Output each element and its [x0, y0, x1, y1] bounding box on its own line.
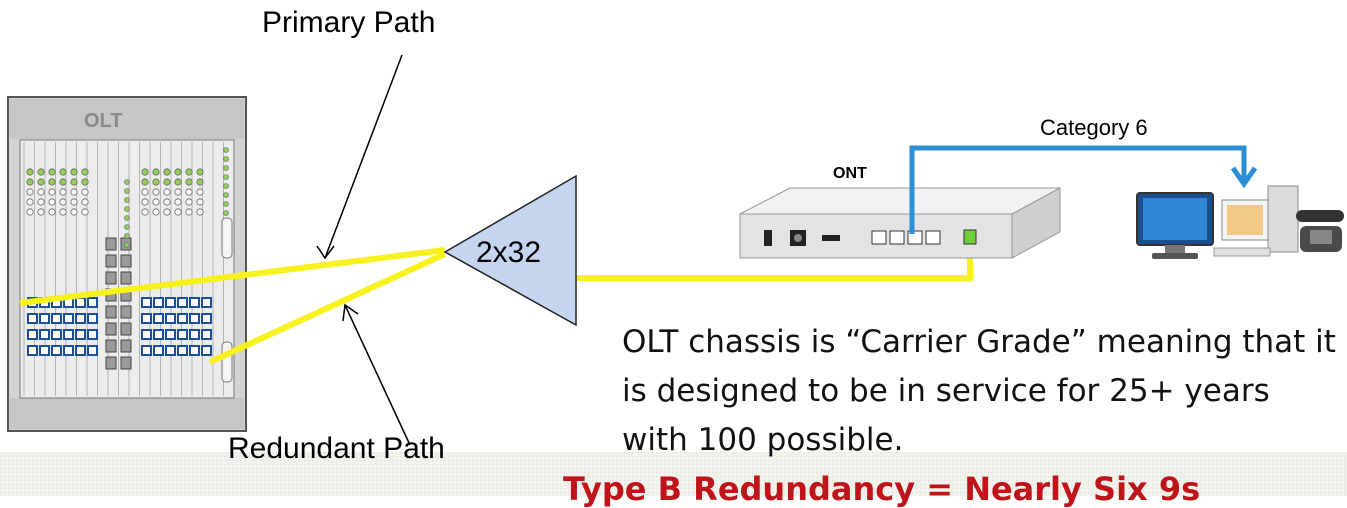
- primary-path-label: Primary Path: [262, 6, 436, 39]
- splitter-triangle: [443, 174, 577, 327]
- olt-label: OLT: [84, 110, 123, 132]
- category-6-label: Category 6: [1040, 115, 1148, 140]
- diagram-canvas: [0, 54, 1347, 496]
- computer-icon: [1213, 185, 1299, 257]
- primary-fiber: [19, 247, 446, 306]
- category-6-cable: [909, 145, 1247, 234]
- splitter-label: 2x32: [476, 236, 542, 269]
- redundant-path-arrow: [342, 303, 411, 446]
- monitor-icon: [1136, 192, 1214, 259]
- diagram: Primary Path OLT 2x32 ONT Category 6 OLT…: [0, 6, 1347, 508]
- telephone-icon: [1296, 210, 1344, 252]
- redundant-path-label: Redundant Path: [228, 432, 445, 465]
- background-band: [0, 452, 1347, 496]
- ont-device: [739, 187, 1061, 259]
- primary-path-arrow: [316, 54, 403, 260]
- ont-label: ONT: [833, 165, 867, 182]
- redundant-fiber: [208, 251, 447, 365]
- olt-chassis: [7, 96, 247, 432]
- carrier-grade-note: OLT chassis is “Carrier Grade” meaning t…: [622, 324, 1336, 458]
- redundancy-title: Type B Redundancy = Nearly Six 9s: [563, 470, 1201, 508]
- olt-status-leds: [26, 147, 229, 248]
- category-6-arrowhead: [1230, 166, 1258, 189]
